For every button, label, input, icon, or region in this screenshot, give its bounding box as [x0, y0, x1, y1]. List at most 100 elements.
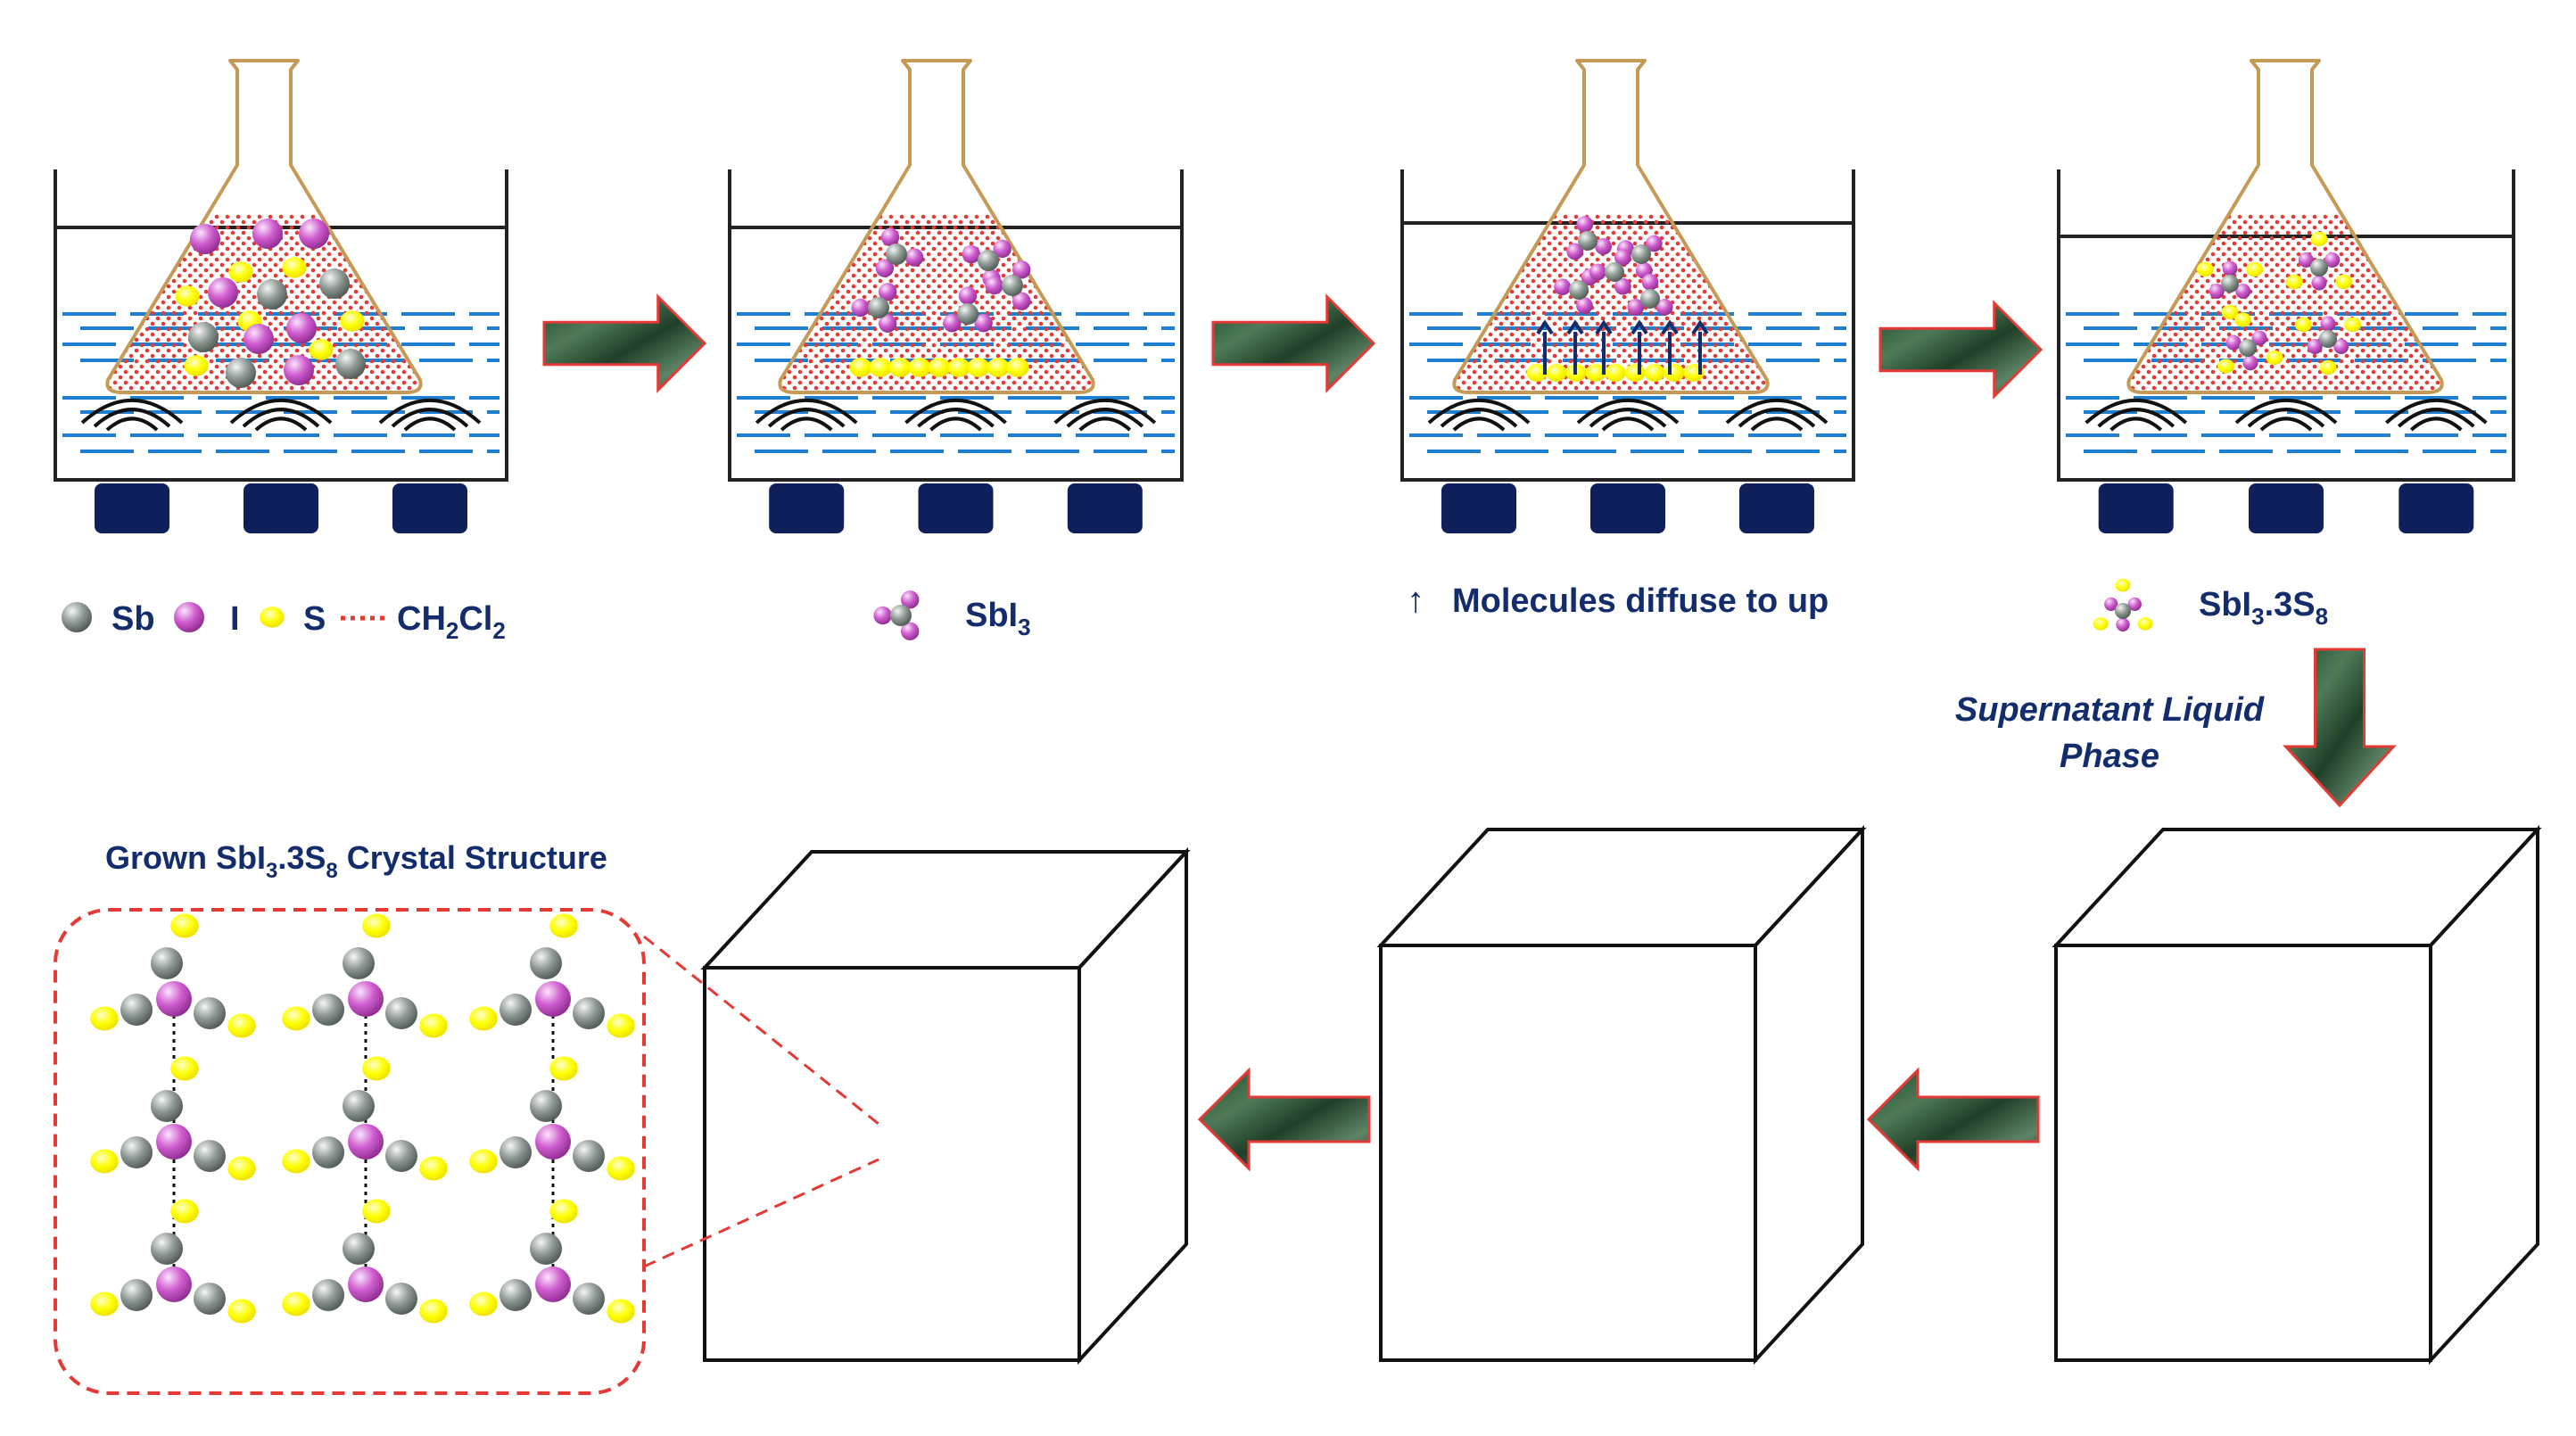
s-atom [170, 913, 199, 938]
sb-atom [1569, 280, 1589, 300]
i-atom [962, 244, 981, 264]
heat-wave-icon [767, 408, 846, 428]
heat-wave-icon [254, 417, 308, 432]
i-atom [2251, 330, 2267, 346]
heat-wave-icon [1427, 398, 1531, 425]
heater-block [1590, 483, 1665, 533]
sb-atom [385, 997, 417, 1029]
stage1-atoms [175, 219, 366, 388]
s-atom [227, 1013, 256, 1038]
process-arrow-icon [1211, 293, 1376, 393]
s-atom [2233, 312, 2251, 327]
sb-atom [1578, 231, 1598, 251]
i-atom [958, 286, 978, 305]
i-atom [299, 219, 329, 249]
sb-atom [194, 1283, 226, 1315]
s-atom [90, 1292, 119, 1316]
i-atom [252, 219, 283, 249]
s-atom [282, 1006, 310, 1031]
sb-atom [151, 947, 183, 979]
s-atom [849, 358, 872, 377]
s-atom [419, 1013, 448, 1038]
s-atom [282, 1292, 310, 1316]
i-atom [943, 314, 962, 333]
crystallization-boxes [700, 824, 2542, 1366]
s-atom [2093, 617, 2109, 631]
diffuse-arrow-glyph: ↑ [1407, 581, 1424, 620]
i-atom [879, 314, 897, 333]
i-atom [901, 622, 920, 640]
sb-atom [151, 1090, 183, 1122]
box [700, 846, 1191, 1366]
s-atom [549, 1199, 578, 1224]
legend-solvent-label: CH2Cl2 [397, 600, 506, 644]
s-atom [362, 1056, 391, 1081]
i-atom [2242, 355, 2258, 371]
i-atom [1641, 273, 1659, 291]
i-atom [1012, 260, 1031, 279]
i-atom [208, 277, 238, 308]
heat-wave-icon [755, 398, 858, 425]
heater-block [2098, 483, 2174, 533]
bath-wall [728, 169, 1184, 482]
heat-wave-icon [2397, 408, 2475, 428]
heat-wave-icon [2259, 417, 2313, 432]
heat-wave-icon [904, 398, 1007, 425]
sb-atom [573, 1283, 605, 1315]
s-atom [340, 310, 365, 332]
heat-wave-icon [1725, 398, 1829, 425]
s-atom [1644, 364, 1665, 382]
sb-atom [1002, 275, 1023, 296]
i-atom [1589, 263, 1606, 281]
i-atom [2104, 597, 2118, 611]
s-atom [2266, 350, 2283, 366]
i-atom [2116, 617, 2130, 631]
bath-wall [2057, 169, 2515, 482]
s-atom [469, 1006, 498, 1031]
s-atom [549, 1056, 578, 1081]
heat-wave-icon [242, 408, 320, 428]
sb-atom [2115, 603, 2131, 619]
supernatant-line1: Supernatant Liquid [1955, 691, 2265, 729]
i-atom [1614, 277, 1631, 295]
sb-atom [319, 268, 350, 299]
i-atom [851, 298, 870, 318]
heat-wave-icon [93, 408, 171, 428]
i-atom [2307, 339, 2323, 354]
heat-wave-icon [2384, 398, 2488, 425]
heater-block [769, 483, 845, 533]
sb-atom [2221, 275, 2239, 293]
i-atom [2209, 284, 2225, 299]
s-atom [2196, 261, 2214, 277]
i-atom [1554, 278, 1571, 296]
sb-atom [530, 1090, 562, 1122]
diffuse-label: Molecules diffuse to up [1452, 582, 1829, 620]
s-atom [2246, 261, 2264, 277]
s-atom [2319, 359, 2337, 376]
sb-atom [312, 994, 344, 1026]
sb-atom [335, 349, 366, 379]
heat-wave-icon [1750, 417, 1804, 432]
heat-wave-icon [1053, 398, 1157, 425]
s-atom [2285, 274, 2303, 290]
i-atom [1576, 216, 1594, 233]
heating-bath [728, 169, 1184, 533]
box-front [703, 966, 1081, 1362]
s-atom [362, 913, 391, 938]
heat-wave-icon [1078, 417, 1132, 432]
process-arrow-icon [1866, 1067, 2040, 1172]
process-arrow-icon [1878, 300, 2043, 400]
heater-block [918, 483, 994, 533]
i-atom [901, 590, 920, 609]
i-atom [535, 981, 571, 1017]
i-atom [873, 606, 892, 625]
s-atom [469, 1292, 498, 1316]
heater-block [2249, 483, 2324, 533]
i-atom [879, 283, 897, 301]
i-atom [1655, 299, 1673, 316]
sb-atom [194, 997, 226, 1029]
heat-wave-icon [2234, 398, 2338, 425]
i-atom [2298, 252, 2314, 268]
i-atom [2225, 334, 2242, 351]
sb-atom [1605, 262, 1624, 282]
